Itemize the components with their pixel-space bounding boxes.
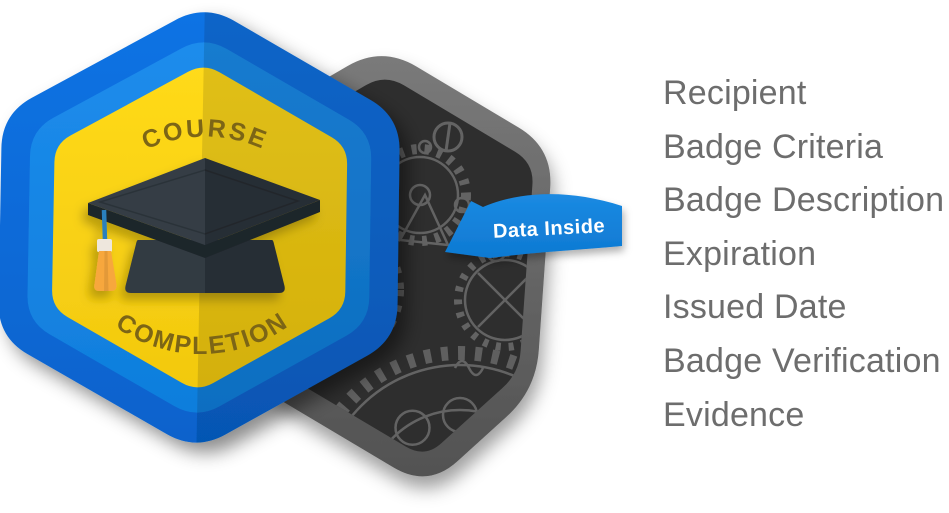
field-item-badge-verification: Badge Verification: [663, 341, 941, 380]
graduation-cap-icon: [88, 158, 320, 293]
field-item-evidence: Evidence: [663, 395, 805, 434]
data-inside-ribbon: Data Inside: [445, 194, 622, 258]
field-item-expiration: Expiration: [663, 234, 817, 273]
field-item-issued-date: Issued Date: [663, 288, 847, 327]
field-item-badge-description: Badge Description: [663, 181, 945, 220]
field-item-badge-criteria: Badge Criteria: [663, 127, 884, 166]
course-completion-badge: COURSE COMPLETION: [0, 12, 400, 443]
tassel-icon: [94, 209, 117, 291]
badge-data-fields: Recipient Badge Criteria Badge Descripti…: [663, 67, 944, 442]
ribbon-banner: [445, 194, 622, 258]
field-item-recipient: Recipient: [663, 74, 807, 112]
